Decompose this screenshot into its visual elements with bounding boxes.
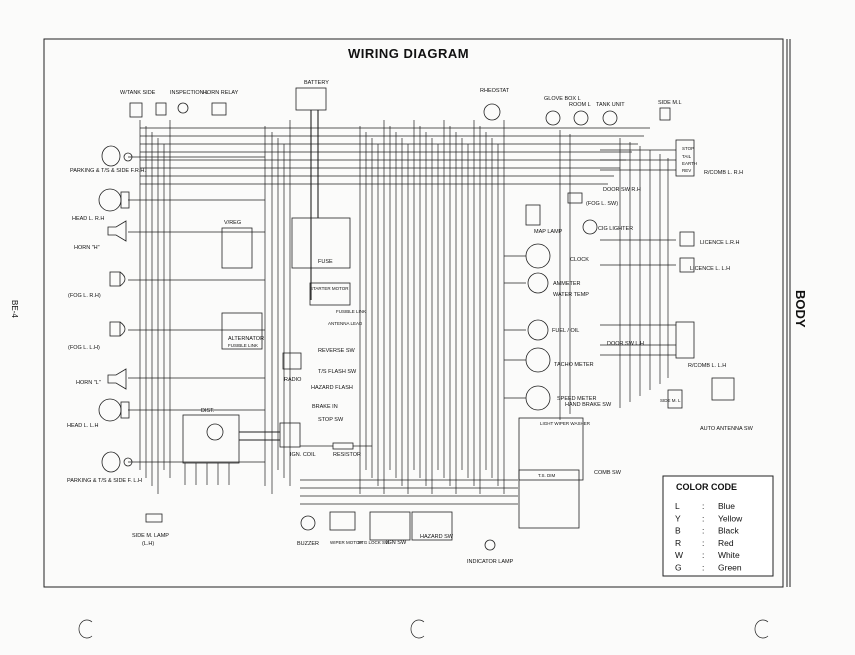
label-vreg: V/REG (224, 220, 241, 226)
color-code-letter: G (675, 563, 682, 573)
diagram-title: WIRING DIAGRAM (348, 46, 469, 61)
label-fog-sw: (FOG L. SW) (586, 201, 618, 207)
color-code-letter: Y (675, 513, 681, 523)
label-side-ml: SIDE M.L (658, 100, 682, 106)
color-code-letter: L (675, 501, 680, 511)
wiring-harness (128, 110, 676, 505)
label-ts-flash-sw: T/S FLASH SW (318, 369, 357, 375)
page-frame (43, 38, 784, 588)
label-head-lh: HEAD L. L.H (67, 423, 99, 429)
color-code-sep: : (702, 526, 704, 536)
label-ign-coil: IGN. COIL (290, 452, 316, 458)
label-auto-antenna-sw: AUTO ANTENNA SW (700, 426, 754, 432)
label-hazard-sw: HAZARD SW (420, 534, 454, 540)
label-side-m-l: SIDE M. L (660, 398, 681, 403)
color-code-letter: R (675, 538, 681, 548)
label-side-m-lamp: SIDE M. LAMP (132, 533, 169, 539)
label-earth: EARTH (682, 161, 697, 166)
label-map-lamp: MAP LAMP (534, 229, 563, 235)
color-code-name: Blue (718, 501, 735, 511)
label-resistor: RESISTOR (333, 452, 361, 458)
label-clock: CLOCK (570, 257, 589, 263)
label-hazard-flash: HAZARD FLASH (311, 385, 353, 391)
right-components (518, 107, 735, 529)
color-code-name: Red (718, 538, 734, 548)
label-horn-relay: HORN RELAY (203, 90, 239, 96)
label-rcomb-lh: R/COMB L. L.H (688, 363, 726, 369)
label-tank-unit: TANK UNIT (596, 102, 625, 108)
middle-components (182, 87, 501, 551)
label-inspection-l: INSPECTION L (170, 90, 208, 96)
label-horn-l: HORN "L" (76, 380, 101, 386)
label-antenna-lead: ANTENNA LEAD (328, 321, 363, 326)
label-dist: DIST. (201, 408, 215, 414)
color-code-name: Green (718, 563, 742, 573)
label-rcomb-rh: R/COMB L. R.H (704, 170, 743, 176)
color-code-sep: : (702, 538, 704, 548)
color-code-sep: : (702, 563, 704, 573)
section-label: BODY (793, 290, 808, 328)
color-code-sep: : (702, 550, 704, 560)
label-light-wiper-washer: LIGHT WIPER WASHER (540, 421, 591, 426)
label-licence-rh: LICENCE L.R.H (700, 240, 739, 246)
binder-hole-mid (410, 619, 425, 639)
label-park-rh: PARKING & T/S & SIDE F.R.H. (70, 168, 146, 174)
label-battery: BATTERY (304, 80, 329, 86)
label-ts-dim: T.S. DIM (538, 473, 556, 478)
label-head-rh: HEAD L. R.H (72, 216, 104, 222)
color-code-sep: : (702, 513, 704, 523)
label-comb-sw: COMB SW (594, 470, 622, 476)
color-code-title: COLOR CODE (676, 482, 737, 492)
label-alternator: ALTERNATOR (228, 336, 264, 342)
label-fuse: FUSE (318, 259, 333, 265)
label-fuel-oil: FUEL / OIL (552, 328, 579, 334)
label-side-m-lamp-lh: (L.H) (142, 541, 154, 547)
label-wiper-motor: WIPER MOTOR (330, 540, 363, 545)
color-code-letter: B (675, 526, 681, 536)
label-radio: RADIO (284, 377, 302, 383)
label-horn-h: HORN "H" (74, 245, 100, 251)
label-stg-lock-sw: STG LOCK SW (358, 540, 390, 545)
label-park-lh: PARKING & T/S & SIDE F. L.H (67, 478, 142, 484)
color-code-name: White (718, 550, 740, 560)
page-number: BE-4 (10, 300, 19, 318)
label-hand-brake-sw: HAND BRAKE SW (565, 402, 612, 408)
label-ign-sw: IGN SW (386, 540, 407, 546)
label-speed-meter: SPEED METER (557, 396, 596, 402)
label-fog-rh: (FOG L. R.H) (68, 293, 101, 299)
label-ammeter: AMMETER (553, 281, 581, 287)
label-reverse-sw: REVERSE SW (318, 348, 355, 354)
color-code-name: Black (718, 526, 740, 536)
label-stop: STOP (682, 146, 694, 151)
label-fog-lh: (FOG L. L.H) (68, 345, 100, 351)
label-starter-motor: STARTER MOTOR (310, 286, 349, 291)
label-tank-sender: W/TANK SIDE (120, 90, 156, 96)
label-room-l: ROOM L (569, 102, 591, 108)
color-code-letter: W (675, 550, 683, 560)
label-rev: REV (682, 168, 691, 173)
label-door-sw-rh: DOOR SW R.H (603, 187, 641, 193)
label-buzzer: BUZZER (297, 541, 319, 547)
binder-hole-left (78, 619, 93, 639)
label-indicator-lamp: INDICATOR LAMP (467, 559, 514, 565)
color-code-name: Yellow (718, 513, 743, 523)
label-glove-box: GLOVE BOX L (544, 96, 581, 102)
label-tail: TAIL (682, 154, 692, 159)
color-code-sep: : (702, 501, 704, 511)
label-fusible-link-2: FUSIBLE LINK (336, 309, 366, 314)
binder-hole-right (754, 619, 769, 639)
label-door-sw-lh: DOOR SW L.H (607, 341, 644, 347)
label-licence-lh: LICENCE L. L.H (690, 266, 730, 272)
label-stop-sw: STOP SW (318, 417, 344, 423)
label-rheostat: RHEOSTAT (480, 88, 510, 94)
label-fusible-link: FUSIBLE LINK (228, 343, 258, 348)
label-tacho-meter: TACHO METER (554, 362, 594, 368)
left-components (98, 102, 227, 523)
label-water-temp: WATER TEMP (553, 292, 589, 298)
label-cig-lighter: CIG LIGHTER (598, 226, 633, 232)
label-brake-in: BRAKE IN (312, 404, 338, 410)
